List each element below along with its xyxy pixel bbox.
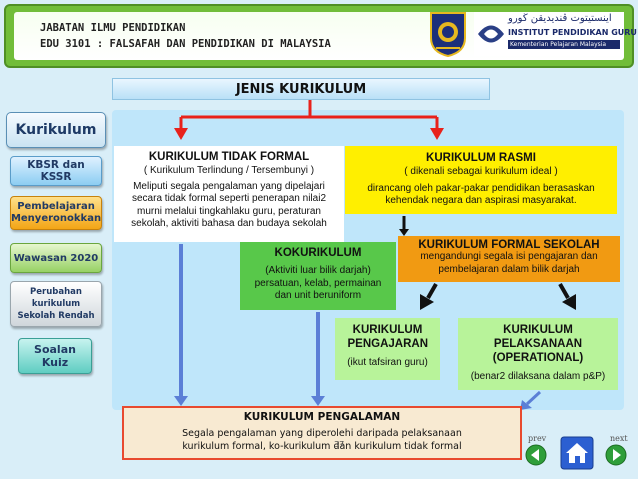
nav-kurikulum[interactable]: Kurikulum — [6, 112, 106, 148]
pelaksanaan-title: KURIKULUM PELAKSANAAN (OPERATIONAL) — [492, 324, 584, 364]
page-number: 37 — [334, 440, 345, 449]
ipg-logo: اينستيتوت ڤنديديقن ڬورو INSTITUT PENDIDI… — [474, 12, 637, 56]
prev-button[interactable] — [524, 444, 548, 466]
rasmi-text: dirancang oleh pakar-pakar pendidikan be… — [367, 182, 595, 207]
box-kurikulum-pelaksanaan: KURIKULUM PELAKSANAAN (OPERATIONAL) (ben… — [458, 318, 618, 390]
arrow-blue-pelaksanaan-head — [520, 400, 532, 410]
ipg-logo-arabic: اينستيتوت ڤنديديقن ڬورو — [508, 13, 612, 24]
rasmi-title: KURIKULUM RASMI — [426, 152, 536, 164]
nav-soalan-kuiz-label: Soalan Kuiz — [34, 343, 76, 369]
ipg-logo-name: INSTITUT PENDIDIKAN GURU — [508, 28, 637, 37]
prev-label: prev — [528, 434, 547, 443]
pengalaman-title: KURIKULUM PENGALAMAN — [243, 411, 401, 423]
crest-logo — [430, 12, 466, 58]
pengajaran-text: (ikut tafsiran guru) — [347, 357, 428, 368]
nav-perubahan[interactable]: Perubahan kurikulum Sekolah Rendah — [10, 281, 102, 327]
kokurikulum-title: KOKURIKULUM — [274, 247, 362, 259]
nav-kbsr-kssr-label: KBSR dan KSSR — [27, 159, 85, 183]
rasmi-subtitle: ( dikenali sebagai kurikulum ideal ) — [404, 166, 558, 177]
nav-pembelajaran-label: Pembelajaran Menyeronokkan — [10, 201, 102, 224]
kokurikulum-text: persatuan, kelab, permainan dan unit ber… — [254, 277, 382, 302]
header-line-1: JABATAN ILMU PENDIDIKAN — [40, 22, 186, 34]
nav-kbsr-kssr[interactable]: KBSR dan KSSR — [10, 156, 102, 186]
box-kurikulum-tidak-formal: KURIKULUM TIDAK FORMAL ( Kurikulum Terli… — [114, 146, 344, 242]
next-button[interactable] — [604, 444, 628, 466]
arrow-blue-koku-head — [311, 396, 325, 406]
arrow-red-left-head — [174, 128, 188, 140]
tidak-formal-subtitle: ( Kurikulum Terlindung / Tersembunyi ) — [143, 165, 315, 176]
nav-wawasan-label: Wawasan 2020 — [13, 252, 99, 264]
ipg-logo-sub: Kementerian Pelajaran Malaysia — [508, 40, 620, 49]
header-line-2: EDU 3101 : FALSAFAH DAN PENDIDIKAN DI MA… — [40, 38, 331, 50]
pelaksanaan-text: (benar2 dilaksana dalam p&P) — [470, 371, 606, 382]
arrow-black-pengajaran — [426, 283, 438, 299]
page-title-bar: JENIS KURIKULUM — [112, 78, 490, 100]
arrow-red-right-head — [430, 128, 444, 140]
box-kurikulum-pengalaman: KURIKULUM PENGALAMAN Segala pengalaman y… — [122, 406, 522, 460]
arrow-black-pengajaran-head — [420, 294, 434, 310]
home-icon — [560, 436, 594, 470]
box-kurikulum-formal-sekolah: KURIKULUM FORMAL SEKOLAH mengandungi seg… — [398, 236, 620, 282]
nav-wawasan[interactable]: Wawasan 2020 — [10, 243, 102, 273]
arrow-left-icon — [525, 444, 547, 466]
arrow-right-icon — [605, 444, 627, 466]
box-kurikulum-pengajaran: KURIKULUM PENGAJARAN (ikut tafsiran guru… — [335, 318, 440, 380]
pengajaran-title: KURIKULUM PENGAJARAN — [347, 324, 429, 350]
tidak-formal-title: KURIKULUM TIDAK FORMAL — [148, 151, 310, 163]
formal-sekolah-text: mengandungi segala isi pengajaran dan pe… — [420, 251, 598, 275]
pengalaman-text: Segala pengalaman yang diperolehi daripa… — [182, 428, 462, 452]
ipg-emblem-icon — [478, 25, 504, 43]
arrow-black-rasmi-head — [399, 229, 409, 236]
home-button[interactable] — [560, 436, 594, 470]
box-kurikulum-rasmi: KURIKULUM RASMI ( dikenali sebagai kurik… — [345, 146, 617, 214]
page-title: JENIS KURIKULUM — [235, 82, 367, 97]
nav-perubahan-label: Perubahan kurikulum Sekolah Rendah — [17, 287, 95, 321]
tidak-formal-text: Meliputi segala pengalaman yang dipelaja… — [131, 180, 327, 230]
arrow-black-pelaksanaan — [558, 283, 570, 299]
kokurikulum-subtitle: (Aktiviti luar bilik darjah) — [265, 265, 371, 276]
arrow-blue-pelaksanaan — [525, 390, 542, 406]
arrow-black-pelaksanaan-head — [562, 294, 576, 310]
box-kokurikulum: KOKURIKULUM (Aktiviti luar bilik darjah)… — [240, 242, 396, 310]
nav-soalan-kuiz[interactable]: Soalan Kuiz — [18, 338, 92, 374]
formal-sekolah-title: KURIKULUM FORMAL SEKOLAH — [418, 239, 600, 251]
arrow-blue-tf-head — [174, 396, 188, 406]
nav-kurikulum-label: Kurikulum — [15, 122, 97, 138]
next-label: next — [610, 434, 628, 443]
nav-pembelajaran[interactable]: Pembelajaran Menyeronokkan — [10, 196, 102, 230]
